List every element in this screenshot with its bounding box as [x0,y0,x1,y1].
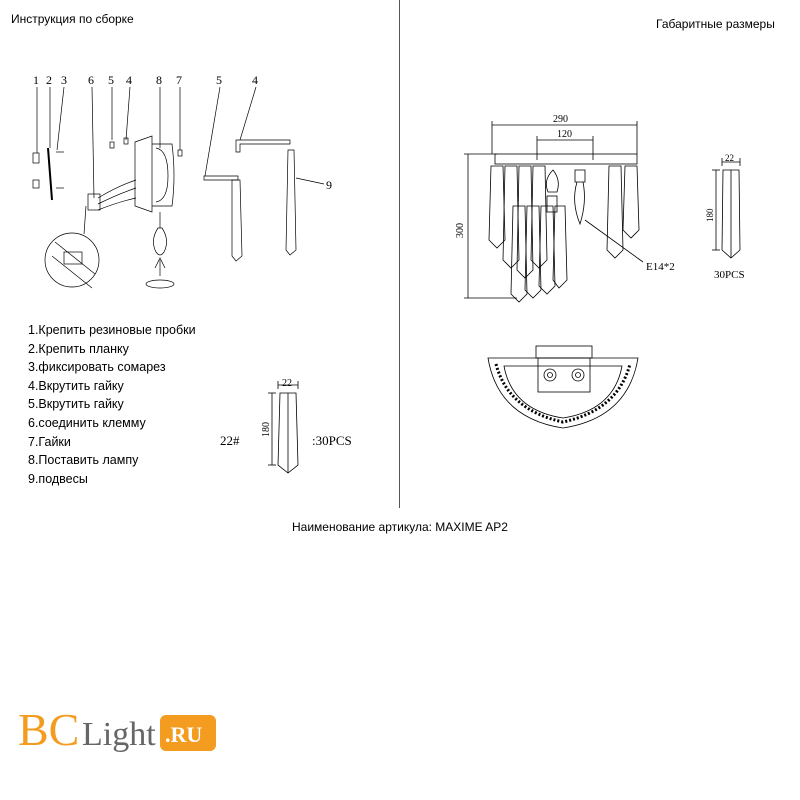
bclight-logo-mark: BC Light .RU [18,704,216,755]
step-6: 6.соединить клемму [28,415,146,430]
part-number-4: 4 [126,73,132,87]
logo-light: Light [82,716,156,753]
inner-width-label: 120 [557,129,572,140]
part-number-6: 6 [88,73,94,87]
dimensions-title: Габаритные размеры [656,17,775,31]
step-2: 2.Крепить планку [28,341,129,356]
part-number-9: 9 [326,178,332,192]
step-7: 7.Гайки [28,434,71,449]
assembly-instructions-title: Инструкция по сборке [11,12,134,26]
step-9: 9.подвесы [28,471,88,486]
height-label: 300 [455,223,466,238]
top-view [487,345,639,429]
part-number-3: 3 [61,73,67,87]
part-number-5: 5 [108,73,114,87]
bclight-logo: BC Light .RU [18,693,218,763]
pendant-count-right: 30PCS [714,269,745,281]
pendant-count: :30PCS [312,433,352,448]
part-number-2: 2 [46,73,52,87]
pendant-detail-left: 22 22# 180 :30PCS [220,378,352,474]
part-number-8: 8 [156,73,162,87]
pendant-width-label: 22 [282,378,292,389]
pendant-width-right: 22 [725,153,734,163]
part-number-5b: 5 [216,73,222,87]
pendant-height-right: 180 [705,208,715,222]
step-1: 1.Крепить резиновые пробки [28,323,196,337]
part-number-1: 1 [33,73,39,87]
pendant-height-label: 180 [261,422,272,437]
step-5: 5.Вкрутить гайку [28,397,124,412]
assembly-steps-list: 1.Крепить резиновые пробки 2.Крепить пла… [28,321,196,488]
step-8: 8.Поставить лампу [28,453,139,468]
panel-divider [399,0,400,508]
pendant-detail-right: 22 180 30PCS [705,153,745,281]
pendant-code: 22# [220,433,240,448]
logo-ru: .RU [165,722,202,747]
front-view-dimensions: 290 120 300 E14*2 [455,114,675,303]
logo-bc: BC [18,704,79,755]
part-number-7: 7 [176,73,182,87]
step-3: 3.фиксировать сомарез [28,360,166,375]
article-name: Наименование артикула: MAXIME AP2 [292,520,508,534]
step-4: 4.Вкрутить гайку [28,378,124,393]
socket-label: E14*2 [646,261,675,273]
exploded-view-diagram: 1 2 3 6 5 4 8 7 5 4 9 [32,73,332,289]
part-number-4b: 4 [252,73,258,87]
overall-width-label: 290 [553,114,568,125]
